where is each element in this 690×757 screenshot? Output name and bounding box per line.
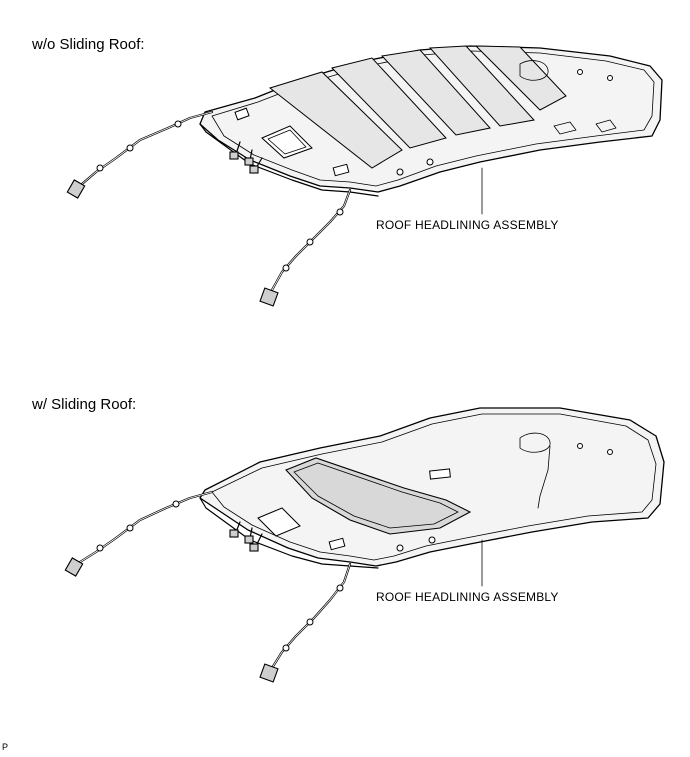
sliding-roof-opening [285, 457, 472, 535]
harness-connector-icon [64, 557, 84, 577]
figure-2-heading: w/ Sliding Roof: [32, 396, 137, 413]
roof-reinforcement-panel [474, 45, 567, 111]
figure-1-callout-label: ROOF HEADLINING ASSEMBLY [376, 218, 559, 232]
wire-harness-side-2 [259, 562, 352, 683]
roof-reinforcement-panel [428, 45, 535, 127]
map-lamp-opening [257, 507, 301, 537]
harness-branch-connectors [229, 141, 263, 174]
roof-reinforcement-panel [268, 71, 403, 169]
harness-connector-icon [66, 179, 86, 199]
wire-harness-front-2 [64, 490, 214, 577]
figure-code: P [2, 742, 9, 752]
harness-connector-icon [259, 287, 279, 307]
wire-harness-side [259, 188, 352, 307]
roof-reinforcement-panel [331, 57, 447, 149]
harness-branch-connectors-2 [229, 521, 263, 552]
roof-reinforcement-panel [380, 49, 491, 136]
headliner-with-sliding-roof [199, 407, 665, 569]
figure-2-callout-label: ROOF HEADLINING ASSEMBLY [376, 590, 559, 604]
figure-1-heading: w/o Sliding Roof: [32, 36, 145, 53]
harness-connector-icon [259, 663, 279, 683]
headliner-without-sliding-roof [199, 45, 663, 197]
wire-harness-front [66, 110, 214, 199]
map-lamp-opening [261, 125, 313, 159]
